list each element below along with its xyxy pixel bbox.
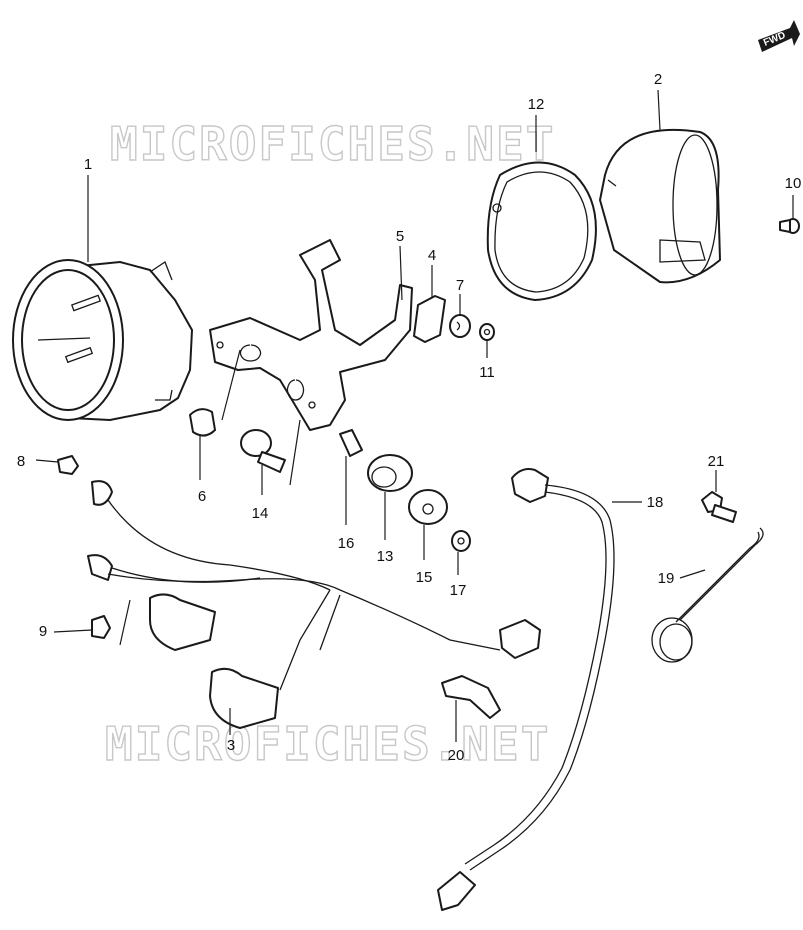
bolt-21-part [701, 491, 737, 523]
bolt-14-part [240, 429, 286, 473]
nut-11-part [479, 323, 495, 341]
collar-16-part [339, 429, 363, 457]
callout-5: 5 [396, 228, 404, 245]
bulb-8-part [57, 455, 79, 475]
nut-17-part [451, 530, 471, 552]
callout-1: 1 [84, 156, 92, 173]
bezel-ring-part [486, 161, 597, 301]
speedometer-part [12, 259, 193, 421]
wiring-harness-part [87, 480, 541, 729]
meter-case-part [599, 128, 721, 284]
callout-20: 20 [448, 747, 465, 764]
washer-7-part [449, 314, 471, 338]
callout-15: 15 [416, 569, 433, 586]
callout-17: 17 [450, 582, 467, 599]
cushion-13-part [367, 454, 413, 492]
meter-bracket-part [209, 239, 413, 431]
callout-numbers: 1 2 3 4 5 6 7 8 9 10 11 12 13 14 15 16 1… [17, 71, 802, 764]
callout-7: 7 [456, 277, 464, 294]
callout-10: 10 [785, 175, 802, 192]
callout-16: 16 [338, 535, 355, 552]
screw-10-part [779, 218, 800, 234]
callout-11: 11 [479, 364, 495, 381]
callout-18: 18 [647, 494, 664, 511]
clamp-20-part [441, 675, 501, 719]
bulb-9-part [91, 615, 111, 639]
washer-15-part [408, 489, 448, 525]
spring-19-part [651, 527, 764, 663]
callout-2: 2 [654, 71, 662, 88]
callout-14: 14 [252, 505, 269, 522]
callout-4: 4 [428, 247, 436, 264]
leader-lines [35, 89, 794, 742]
callout-9: 9 [39, 623, 47, 640]
cushion-plate-part [413, 295, 446, 343]
callout-13: 13 [377, 548, 394, 565]
callout-6: 6 [198, 488, 206, 505]
watermark-top: MICROFICHES.NET [110, 117, 555, 171]
fwd-direction-badge: FWD [758, 20, 800, 52]
callout-21: 21 [708, 453, 725, 470]
grommet-6-part [189, 408, 216, 437]
callout-3: 3 [227, 737, 235, 754]
callout-19: 19 [658, 570, 675, 587]
callout-8: 8 [17, 453, 25, 470]
callout-12: 12 [528, 96, 545, 113]
watermark-bottom: MICROFICHES.NET [105, 717, 550, 771]
speedometer-cable-part [437, 468, 615, 911]
